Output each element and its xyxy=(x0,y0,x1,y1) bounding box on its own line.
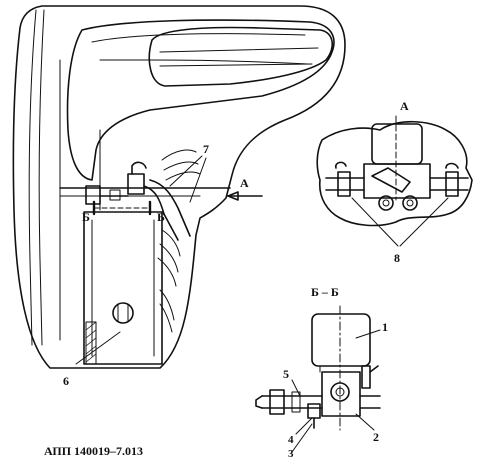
view-a-title: А xyxy=(400,99,409,113)
hood-shape xyxy=(148,26,333,87)
callout-2: 2 xyxy=(373,430,379,444)
left-pillar-inner xyxy=(38,9,45,346)
window-lower-line xyxy=(99,59,309,65)
figure-code: АПП 140019–7.013 xyxy=(44,444,143,458)
lower-compartment xyxy=(83,211,163,365)
callout-3: 3 xyxy=(288,448,294,460)
window-inner-line xyxy=(91,33,306,43)
view-a-break-outline xyxy=(316,120,473,227)
view-a-detail: А 8 xyxy=(316,99,473,265)
section-solenoid xyxy=(311,313,371,367)
mounted-unit xyxy=(85,161,191,241)
callout-1: 1 xyxy=(382,320,388,334)
section-b-b: Б – Б 1 2 5 4 3 xyxy=(255,285,388,460)
housing-outline xyxy=(12,5,346,369)
callout-5: 5 xyxy=(283,367,289,381)
callout-4: 4 xyxy=(288,434,294,446)
section-title: Б – Б xyxy=(311,285,339,299)
main-view: Б Б А 7 6 xyxy=(12,5,346,388)
section-mark-left: Б xyxy=(82,210,90,224)
view-arrow xyxy=(227,191,263,201)
left-pillar xyxy=(28,9,37,346)
window-outline xyxy=(66,19,335,181)
callout-7: 7 xyxy=(203,142,209,156)
section-cut-marks xyxy=(92,200,152,216)
inspection-hole xyxy=(112,302,134,324)
callout-8: 8 xyxy=(394,251,400,265)
section-mark-right: Б xyxy=(157,210,165,224)
callout-6: 6 xyxy=(63,374,69,388)
view-arrow-label: А xyxy=(240,176,249,190)
hatched-strip xyxy=(85,321,97,365)
grille xyxy=(157,149,201,333)
